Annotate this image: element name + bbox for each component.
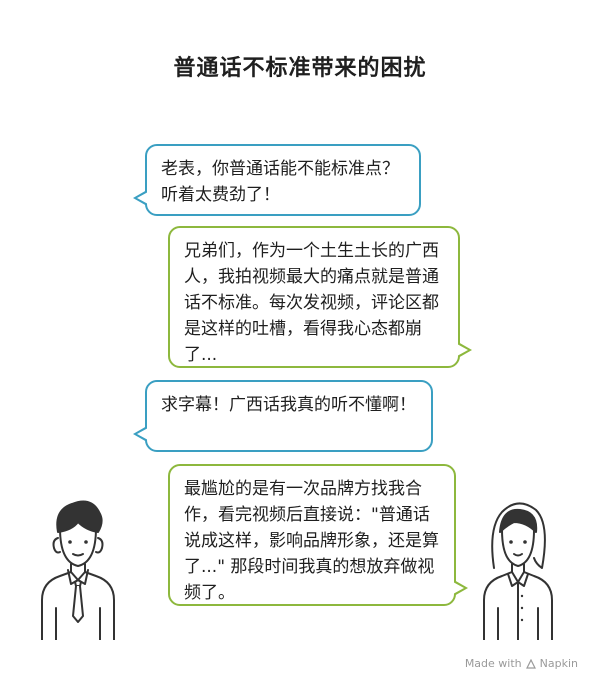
speech-bubble-comment-1: 老表，你普通话能不能标准点？听着太费劲了！ (133, 144, 421, 216)
made-with-label: Made with (464, 657, 522, 670)
woman-icon (478, 498, 558, 641)
man-icon (38, 498, 118, 641)
napkin-logo-icon (525, 658, 536, 669)
diagram-title: 普通话不标准带来的困扰 (173, 56, 427, 81)
bubble-text: 最尴尬的是有一次品牌方找我合作，看完视频后直接说："普通话说成这样，影响品牌形象… (184, 479, 439, 603)
napkin-brand-label: Napkin (539, 657, 578, 670)
bubble-text: 兄弟们，作为一个土生土长的广西人，我拍视频最大的痛点就是普通话不标准。每次发视频… (184, 241, 439, 365)
bubble-text: 老表，你普通话能不能标准点？听着太费劲了！ (161, 159, 399, 205)
speech-bubble-comment-2: 求字幕！广西话我真的听不懂啊！ (133, 380, 433, 452)
speech-bubble-story-2: 最尴尬的是有一次品牌方找我合作，看完视频后直接说："普通话说成这样，影响品牌形象… (168, 464, 468, 606)
bubble-text: 求字幕！广西话我真的听不懂啊！ (161, 395, 416, 415)
made-with-napkin-credit: Made with Napkin (465, 657, 578, 670)
speech-bubble-story-1: 兄弟们，作为一个土生土长的广西人，我拍视频最大的痛点就是普通话不标准。每次发视频… (168, 226, 472, 368)
